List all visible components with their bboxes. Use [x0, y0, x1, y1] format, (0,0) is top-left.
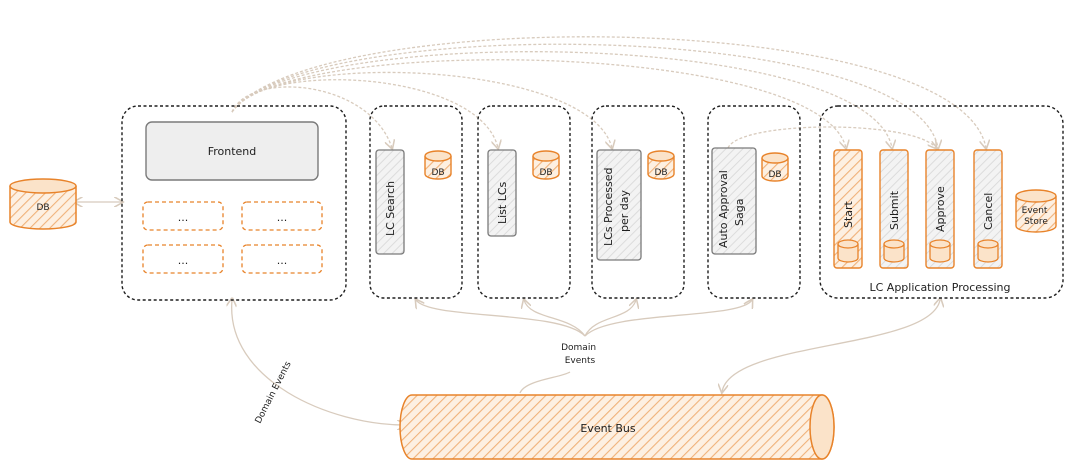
event-store: Event Store — [1015, 189, 1057, 233]
saga-db: DB — [761, 152, 789, 182]
service-list-lcs: List LCs DB — [477, 105, 571, 299]
list-lcs-bar[interactable] — [487, 149, 517, 237]
event-bus-label: Event Bus — [580, 422, 636, 435]
lcs-processed-bar[interactable] — [596, 149, 642, 261]
command-submit[interactable]: Submit — [879, 149, 909, 269]
command-submit-db-icon — [883, 239, 905, 249]
lcs-processed-label-line2: per day — [618, 190, 631, 232]
arrow-events-lc-search — [416, 300, 586, 337]
arrow-saga-to-approve — [727, 126, 936, 148]
arrow-frontend-to-approve — [231, 43, 938, 148]
service-auto-approval-saga: Auto Approval Saga DB — [707, 105, 801, 299]
saga-db-label: DB — [768, 170, 781, 180]
service-lcs-processed: LCs Processed per day DB — [591, 105, 685, 299]
service-lc-search: LC Search DB — [369, 105, 463, 299]
placeholder-box-4 — [241, 244, 323, 274]
arrow-frontend-to-start — [231, 59, 846, 148]
event-store-label-line1: Event — [1022, 206, 1048, 216]
list-lcs-db-label: DB — [539, 168, 552, 178]
external-db: DB — [9, 178, 77, 230]
arrow-events-processed — [584, 300, 636, 337]
command-approve-db-icon — [929, 239, 951, 249]
lc-search-bar[interactable] — [375, 149, 405, 255]
frontend-title: Frontend — [208, 145, 257, 158]
arrow-frontend-to-submit — [231, 51, 892, 148]
saga-bar[interactable] — [711, 147, 757, 255]
domain-events-center-label: Domain Events — [561, 343, 599, 366]
lc-search-db: DB — [424, 150, 452, 180]
lcs-processed-db: DB — [647, 150, 675, 180]
command-approve[interactable]: Approve — [925, 149, 955, 269]
lc-search-db-label: DB — [431, 168, 444, 178]
external-db-label: DB — [36, 203, 49, 213]
lc-processing-title: LC Application Processing — [869, 281, 1010, 294]
lc-processing-group: Start Submit Approve Cancel Event — [819, 105, 1064, 299]
event-store-label: Event Store — [1022, 206, 1051, 227]
arrow-frontend-to-lc-search — [231, 86, 392, 148]
event-bus[interactable]: Event Bus — [399, 394, 835, 460]
frontend-group: Frontend ... ... ... ... — [121, 105, 347, 301]
domain-events-center-line1: Domain — [561, 343, 596, 353]
event-store-label-line2: Store — [1024, 217, 1048, 227]
lcs-processed-label: LCs Processed per day — [602, 164, 631, 246]
placeholder-box-1 — [142, 201, 224, 231]
placeholder-box-2 — [241, 201, 323, 231]
placeholder-box-3 — [142, 244, 224, 274]
saga-label: Auto Approval Saga — [717, 167, 746, 248]
domain-events-center-line2: Events — [565, 356, 596, 366]
lcs-processed-db-label: DB — [654, 168, 667, 178]
arrow-processing-to-bus — [722, 300, 940, 392]
command-approve-label: Approve — [934, 186, 947, 232]
connector-arrows — [76, 36, 986, 425]
lcs-processed-label-line1: LCs Processed — [602, 167, 615, 246]
command-cancel-label: Cancel — [982, 193, 995, 230]
arrow-events-list — [524, 300, 586, 337]
command-submit-label: Submit — [888, 190, 901, 230]
command-start-db-icon — [837, 239, 859, 249]
command-start-label: Start — [842, 200, 855, 228]
command-cancel[interactable]: Cancel — [973, 149, 1003, 269]
arrow-frontend-to-cancel — [231, 36, 986, 148]
command-start[interactable]: Start — [833, 149, 863, 269]
placeholder-label-3: ... — [178, 254, 189, 267]
saga-label-line1: Auto Approval — [717, 170, 730, 248]
placeholder-label-4: ... — [277, 254, 288, 267]
list-lcs-db: DB — [532, 150, 560, 180]
command-cancel-db-icon — [977, 239, 999, 249]
lc-search-label: LC Search — [384, 181, 397, 236]
list-lcs-label: List LCs — [496, 181, 509, 224]
arrow-frontend-to-bus — [232, 300, 405, 425]
placeholder-label-1: ... — [178, 211, 189, 224]
frontend-box[interactable] — [145, 121, 319, 181]
placeholder-label-2: ... — [277, 211, 288, 224]
arrow-bus-to-events — [519, 371, 571, 394]
saga-label-line2: Saga — [733, 199, 746, 226]
